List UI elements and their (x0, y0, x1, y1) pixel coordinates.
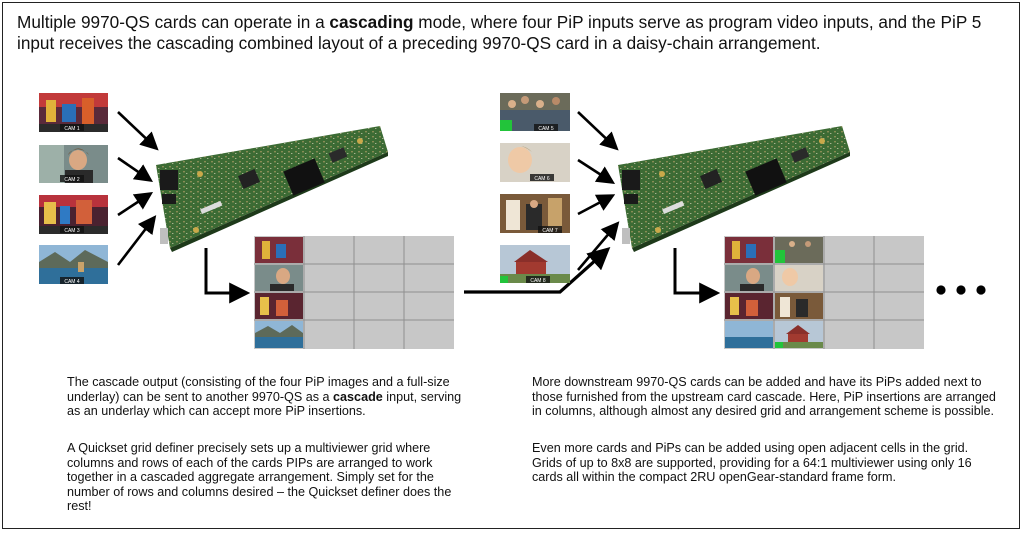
intro-text: Multiple 9970-QS cards can operate in a … (17, 12, 1007, 54)
thumbnail-cam3-times-square: CAM 3 (39, 195, 108, 234)
left-text-p1: The cascade output (consisting of the fo… (67, 375, 467, 419)
thumbnail-cam8-barn: CAM 8 (500, 245, 570, 284)
cam-label-8: CAM 8 (530, 278, 546, 284)
left-p1-bold-cascade: cascade (333, 389, 383, 404)
thumbnail-cam4-beach: CAM 4 (39, 245, 108, 285)
thumbnail-cam2-man: CAM 2 (39, 145, 108, 183)
cam-label-1: CAM 1 (64, 126, 80, 132)
left-input-arrows (116, 111, 159, 266)
cam-label-4: CAM 4 (64, 279, 80, 285)
thumbnail-cam5-crowd: CAM 5 (500, 93, 570, 132)
cascade-arrow (464, 247, 611, 294)
card-9970-qs-right (618, 126, 850, 252)
right-output-arrow (673, 248, 721, 304)
left-text-p2: A Quickset grid definer precisely sets u… (67, 441, 452, 514)
grid-right-column1-cells (725, 237, 773, 348)
cam-label-5: CAM 5 (538, 126, 554, 132)
multiviewer-grid-left (254, 236, 454, 349)
grid-right-column2-cells (775, 237, 823, 348)
left-output-arrow (204, 248, 251, 304)
right-input-thumbnails: CAM 5 CAM 6 CAM 7 CAM 8 (500, 93, 570, 284)
right-input-arrows (577, 111, 620, 271)
thumbnail-cam1-times-square: CAM 1 (39, 93, 108, 132)
cam-label-2: CAM 2 (64, 177, 80, 183)
cam-label-3: CAM 3 (64, 228, 80, 234)
intro-before: Multiple 9970-QS cards can operate in a (17, 12, 330, 32)
left-p1-before: The cascade output (consisting of the fo… (67, 375, 450, 404)
intro-bold-cascading: cascading (329, 12, 414, 32)
intro-after: mode, where four PiP inputs serve as pro… (17, 12, 982, 53)
thumbnail-cam7-wedding: CAM 7 (500, 194, 570, 234)
grid-left-pip-cells (255, 237, 303, 348)
thumbnail-cam6-baby: CAM 6 (500, 143, 570, 182)
right-text-p2: Even more cards and PiPs can be added us… (532, 441, 972, 485)
cam-label-7: CAM 7 (542, 228, 558, 234)
left-p1-after: input, serving as an underlay which can … (67, 389, 462, 419)
more-cards-ellipsis (936, 285, 986, 295)
right-text-p1: More downstream 9970-QS cards can be add… (532, 375, 996, 419)
multiviewer-grid-right (724, 236, 924, 349)
left-input-thumbnails: CAM 1 CAM 2 CAM 3 CAM 4 (39, 93, 108, 285)
card-9970-qs-left (156, 126, 388, 252)
cam-label-6: CAM 6 (534, 176, 550, 182)
